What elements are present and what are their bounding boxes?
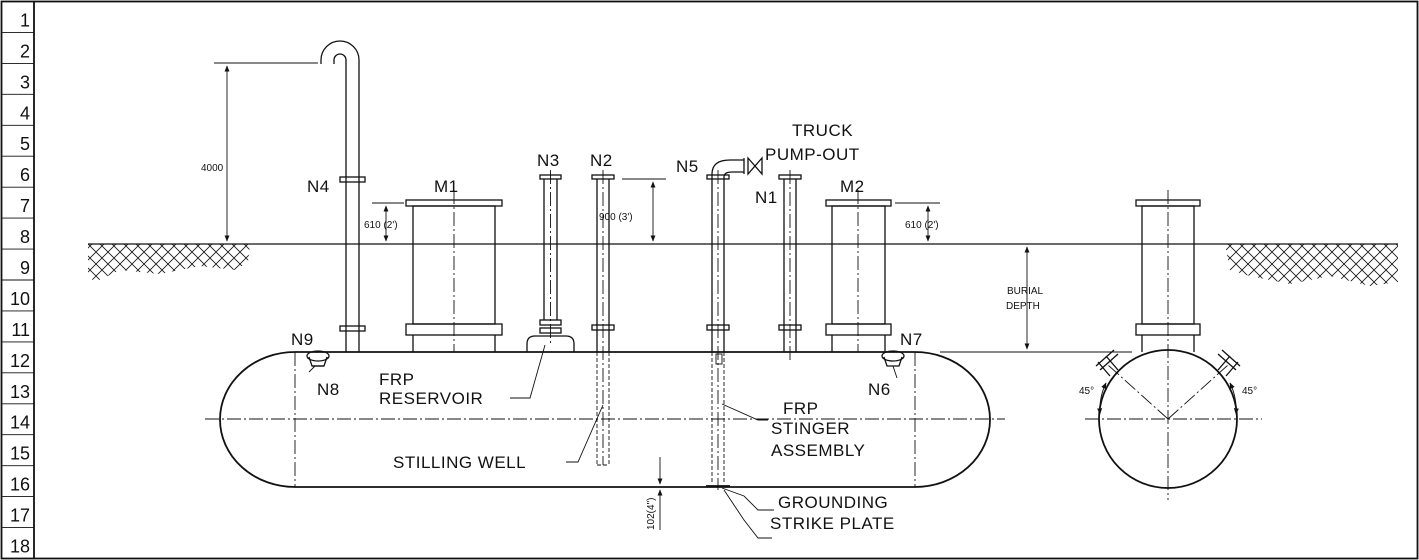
label-n8: N8 <box>317 380 340 399</box>
row-number-label: 14 <box>10 413 30 433</box>
row-number-label: 4 <box>20 103 30 123</box>
row-number-label: 1 <box>20 10 30 30</box>
dim-m1-projection: 610 (2') <box>364 220 398 231</box>
label-n6: N6 <box>868 380 891 399</box>
row-number-label: 10 <box>10 289 30 309</box>
row-number-label: 17 <box>10 506 30 526</box>
row-number-label: 6 <box>20 165 30 185</box>
label-stinger-3: ASSEMBLY <box>771 441 865 460</box>
label-n3: N3 <box>537 151 560 170</box>
soil-hatch-right <box>1225 244 1398 286</box>
tank-left-head <box>219 351 296 488</box>
tank-right-head <box>914 351 991 488</box>
row-number-label: 7 <box>20 196 30 216</box>
dim-n2-projection: 900 (3') <box>599 212 633 223</box>
ground <box>88 243 1398 286</box>
pump-out-n5 <box>706 156 763 490</box>
row-number-label: 11 <box>11 320 30 340</box>
row-number-label: 8 <box>20 227 30 247</box>
nozzle-n1-pipe <box>778 170 802 360</box>
fitting-n8-n9 <box>306 350 330 367</box>
row-number-label: 12 <box>10 351 30 371</box>
fitting-n6-n7 <box>881 350 905 367</box>
dimension-lines <box>214 62 1132 530</box>
stilling-well-n2 <box>591 170 615 466</box>
vent-pipe-n4 <box>320 40 366 352</box>
dim-vent-height: 4000 <box>201 163 224 174</box>
dim-angle-right: 45° <box>1242 386 1257 397</box>
label-n9: N9 <box>291 330 314 349</box>
label-burial-2: DEPTH <box>1006 301 1040 312</box>
label-grounding-1: GROUNDING <box>778 493 888 512</box>
row-number-label: 5 <box>20 134 30 154</box>
leader-lines <box>308 344 898 539</box>
dim-m2-projection: 610 (2') <box>905 220 939 231</box>
label-n1: N1 <box>755 188 778 207</box>
row-number-label: 13 <box>10 382 30 402</box>
label-truck-2: PUMP-OUT <box>765 145 860 164</box>
dim-angle-left: 45° <box>1079 386 1094 397</box>
dim-bottom-clearance: 102(4") <box>646 498 657 530</box>
label-grounding-2: STRIKE PLATE <box>770 514 895 533</box>
row-number-label: 3 <box>20 72 30 92</box>
row-number-label: 18 <box>10 537 30 557</box>
label-stinger-1: FRP <box>783 399 819 418</box>
label-burial-1: BURIAL <box>1007 286 1044 297</box>
manway-m2 <box>825 190 892 352</box>
label-n4: N4 <box>307 177 330 196</box>
label-reservoir-1: FRP <box>379 370 415 389</box>
label-truck-1: TRUCK <box>792 121 853 140</box>
label-n7: N7 <box>900 330 923 349</box>
soil-hatch-left <box>88 244 250 282</box>
row-number-label: 9 <box>20 258 30 278</box>
tank-end-view <box>1085 190 1262 500</box>
row-number-label: 2 <box>20 41 30 61</box>
row-number-label: 16 <box>10 475 30 495</box>
label-stinger-2: STINGER <box>771 419 850 438</box>
row-number-label: 15 <box>10 444 30 464</box>
label-n5: N5 <box>676 157 699 176</box>
nozzle-n3-pipe <box>526 170 575 352</box>
label-n2: N2 <box>590 151 613 170</box>
label-m2: M2 <box>840 177 865 196</box>
label-m1: M1 <box>434 177 459 196</box>
tank-elevation <box>205 351 1005 488</box>
manway-m1 <box>405 190 503 352</box>
label-reservoir-2: RESERVOIR <box>379 389 483 408</box>
label-stilling-well: STILLING WELL <box>393 453 526 472</box>
